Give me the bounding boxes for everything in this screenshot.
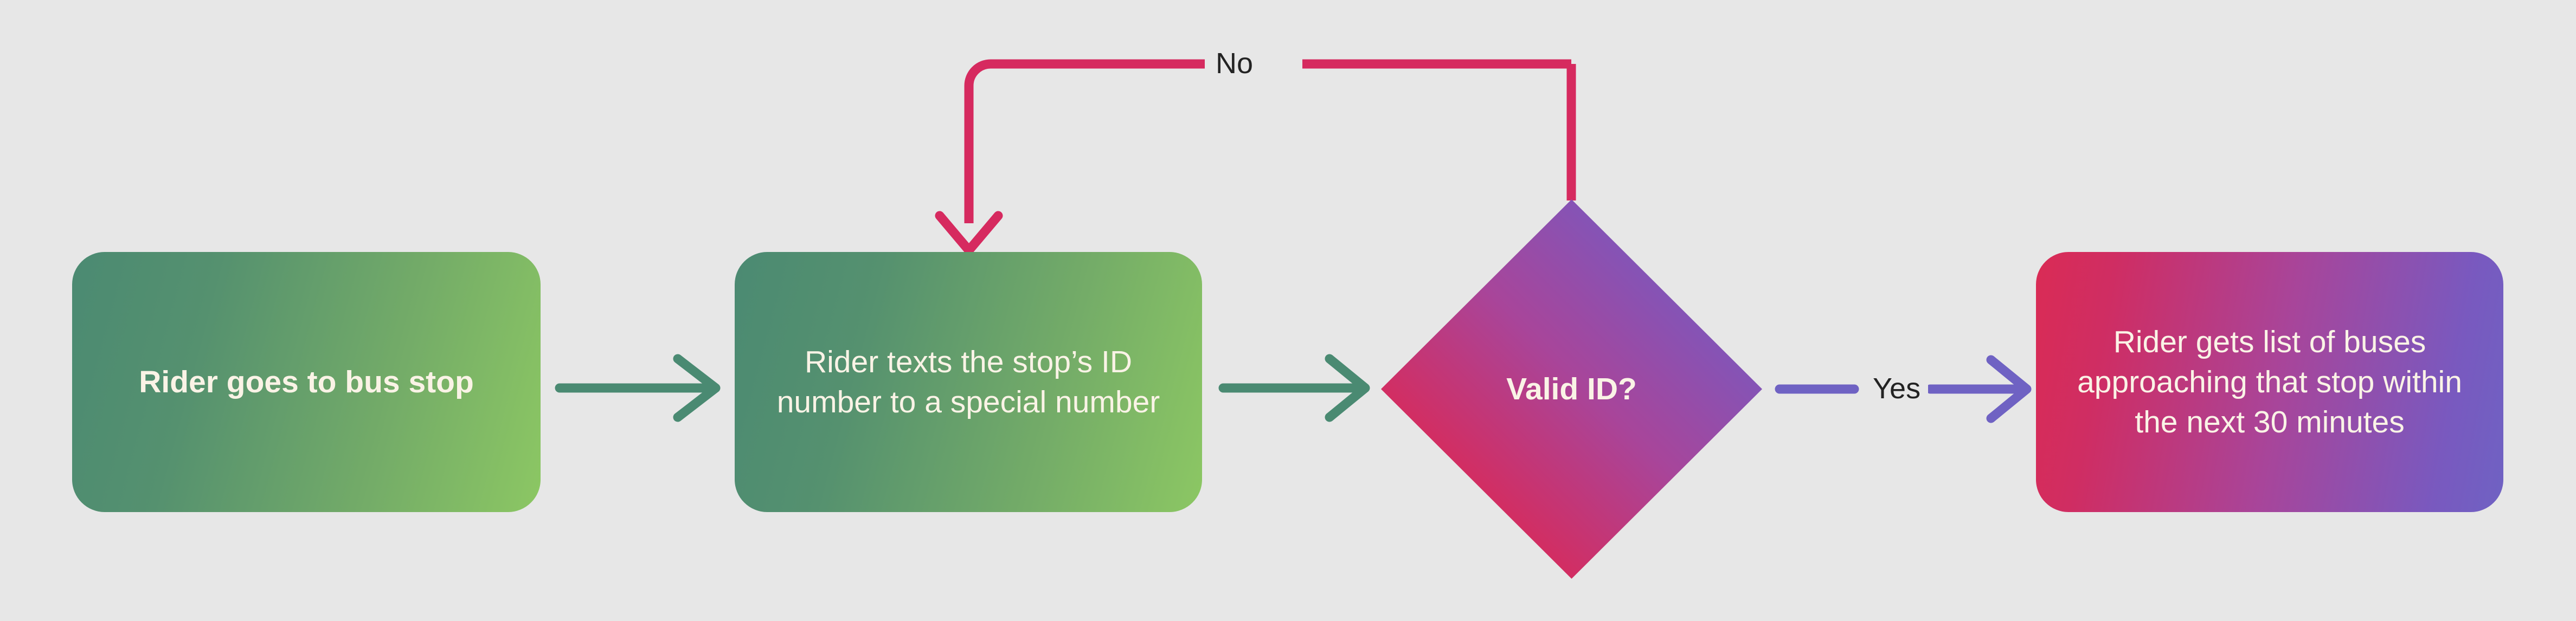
node-valid-id-decision[interactable]: Valid ID? bbox=[1381, 199, 1762, 579]
node-rider-goes-to-bus-stop[interactable]: Rider goes to bus stop bbox=[72, 252, 541, 512]
node-text-stop-label: Rider texts the stop’s ID number to a sp… bbox=[776, 344, 1160, 419]
node-rider-gets-bus-list[interactable]: Rider gets list of buses approaching tha… bbox=[2036, 252, 2503, 512]
edge-label-yes: Yes bbox=[1865, 374, 1929, 403]
node-start-label: Rider goes to bus stop bbox=[139, 364, 474, 399]
edge-decision-yes bbox=[1775, 355, 2032, 423]
diamond-shape bbox=[1381, 199, 1762, 579]
edge-label-no: No bbox=[1208, 49, 1261, 78]
edge-decision-no bbox=[935, 59, 1576, 255]
node-decision-label-wrap: Valid ID? bbox=[1381, 199, 1762, 579]
node-rider-texts-stop-id[interactable]: Rider texts the stop’s ID number to a sp… bbox=[735, 252, 1202, 512]
edge-text-to-decision bbox=[1218, 354, 1370, 422]
node-result-label: Rider gets list of buses approaching tha… bbox=[2077, 324, 2462, 440]
node-decision-label: Valid ID? bbox=[1506, 372, 1637, 406]
edge-start-to-text bbox=[555, 354, 721, 422]
